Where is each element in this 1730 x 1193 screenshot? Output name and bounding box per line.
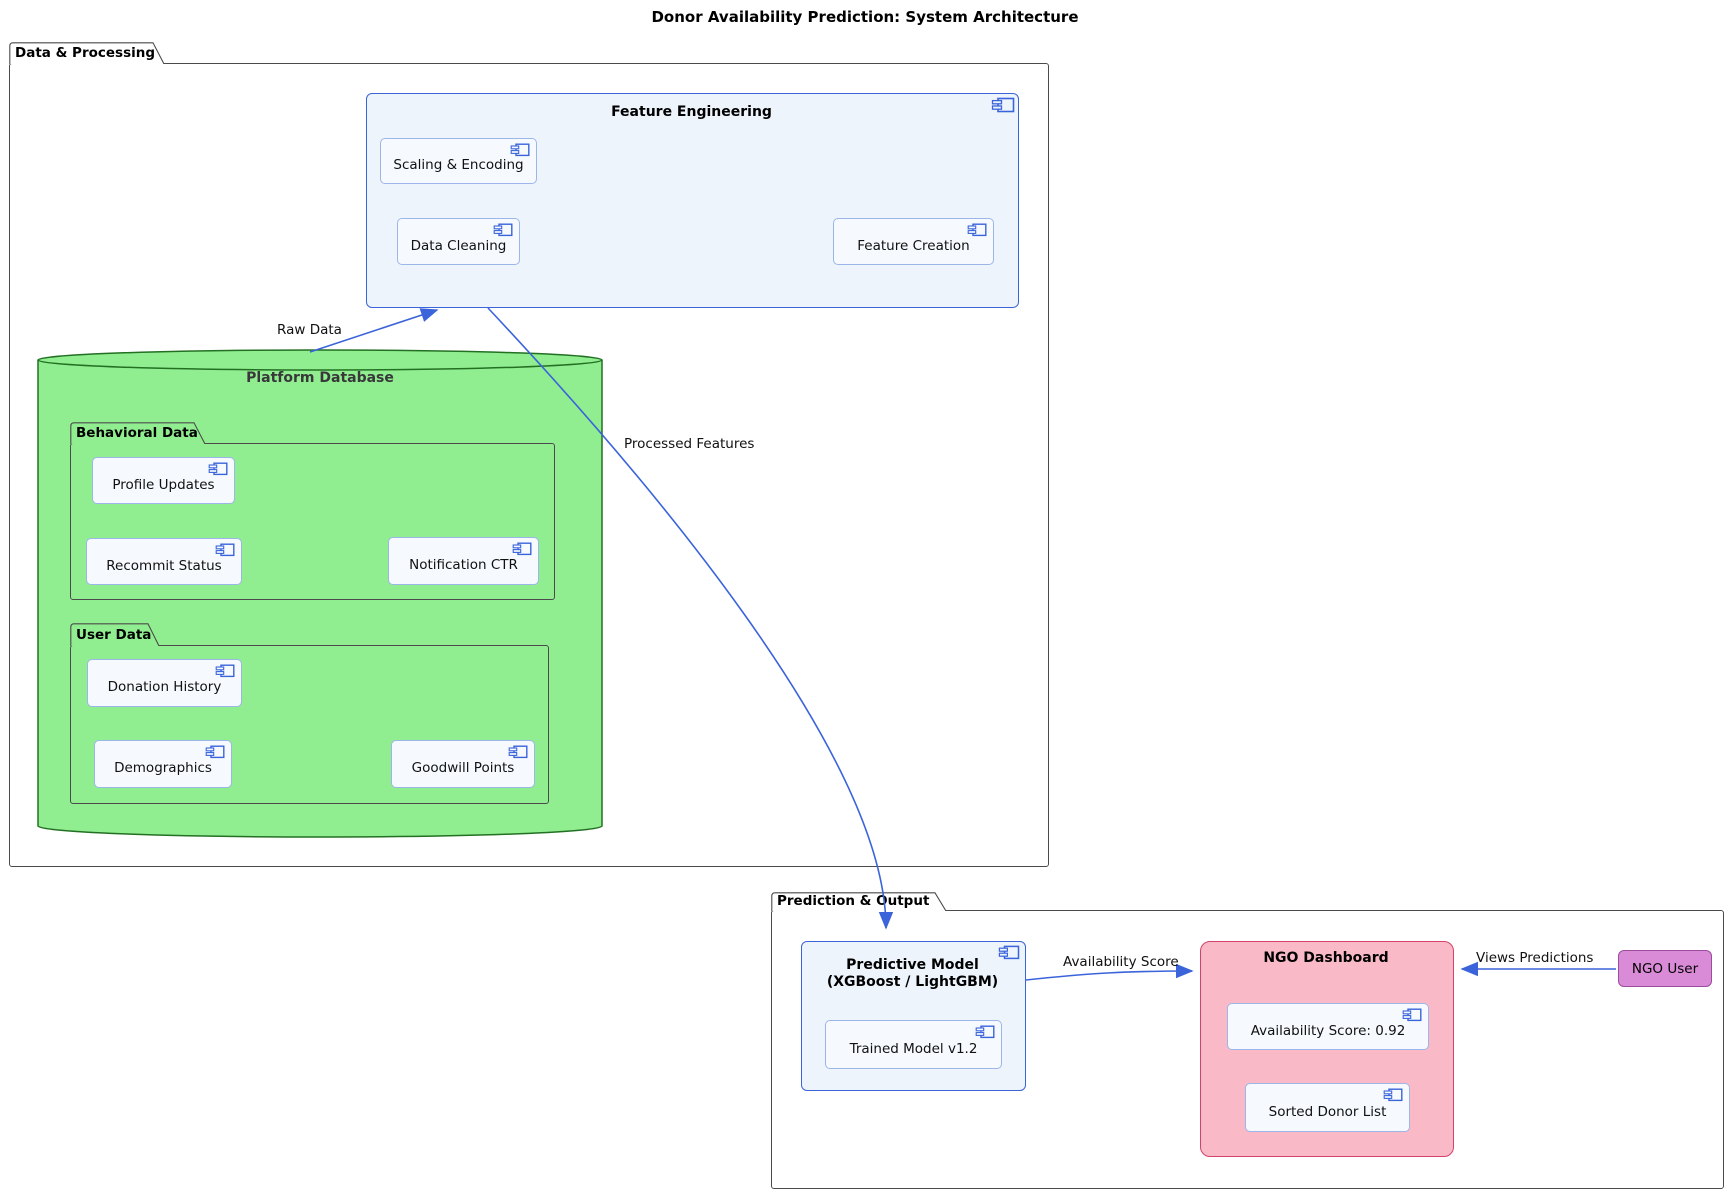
package-data-processing-tab-shape xyxy=(9,42,165,64)
feature-engineering-title: Feature Engineering xyxy=(611,104,772,120)
component-icon xyxy=(493,223,513,237)
component-label: Recommit Status xyxy=(106,557,222,574)
ngo-user-label: NGO User xyxy=(1631,960,1699,977)
component-icon xyxy=(1402,1008,1422,1022)
component-icon xyxy=(208,462,228,476)
component-trained-model: Trained Model v1.2 xyxy=(825,1020,1002,1069)
component-icon xyxy=(991,97,1724,113)
edge-label-availability-score: Availability Score xyxy=(1063,954,1179,970)
component-icon xyxy=(1383,1088,1403,1102)
component-label: Data Cleaning xyxy=(410,237,507,254)
component-icon xyxy=(205,745,225,759)
component-demographics: Demographics xyxy=(94,740,232,788)
ngo-user-actor: NGO User xyxy=(1618,950,1712,987)
component-icon xyxy=(215,664,235,678)
component-label: Scaling & Encoding xyxy=(393,157,524,173)
component-availability-score: Availability Score: 0.92 xyxy=(1227,1003,1429,1050)
package-prediction-output-label: Prediction & Output xyxy=(777,893,930,909)
component-label: Goodwill Points xyxy=(411,760,515,776)
component-donation-history: Donation History xyxy=(87,659,242,707)
component-profile-updates: Profile Updates xyxy=(92,457,235,504)
component-label: Trained Model v1.2 xyxy=(849,1040,978,1057)
component-icon xyxy=(510,143,530,157)
predictive-model-title-line2: (XGBoost / LightGBM) xyxy=(826,974,999,990)
edge-label-processed-features: Processed Features xyxy=(624,436,755,452)
package-behavioral-data-label: Behavioral Data xyxy=(76,425,198,441)
component-label: Demographics xyxy=(114,760,212,776)
component-notification-ctr: Notification CTR xyxy=(388,537,539,585)
component-icon xyxy=(508,745,528,759)
component-goodwill-points: Goodwill Points xyxy=(391,740,535,788)
component-label: Sorted Donor List xyxy=(1268,1103,1387,1120)
component-label: Notification CTR xyxy=(409,557,518,573)
component-label: Feature Creation xyxy=(857,237,970,254)
component-recommit-status: Recommit Status xyxy=(86,538,242,585)
package-behavioral-data-tab-shape xyxy=(70,422,206,444)
component-icon xyxy=(967,223,987,237)
edge-label-raw-data: Raw Data xyxy=(277,322,342,338)
component-scaling-encoding: Scaling & Encoding xyxy=(380,138,537,184)
edge-label-views-predictions: Views Predictions xyxy=(1476,950,1594,966)
package-user-data-label: User Data xyxy=(76,627,152,643)
component-icon xyxy=(998,945,1724,960)
component-data-cleaning: Data Cleaning xyxy=(397,218,520,265)
ngo-dashboard-title: NGO Dashboard xyxy=(1263,950,1389,966)
component-icon xyxy=(215,543,235,557)
component-icon xyxy=(975,1025,995,1039)
component-icon xyxy=(512,542,532,556)
component-label: Profile Updates xyxy=(112,476,215,493)
package-data-processing-label: Data & Processing xyxy=(15,45,156,61)
package-prediction-output xyxy=(771,910,1724,1189)
component-label: Donation History xyxy=(107,679,222,695)
platform-database-title: Platform Database xyxy=(246,370,394,386)
component-label: Availability Score: 0.92 xyxy=(1250,1022,1406,1039)
predictive-model-title-line1: Predictive Model xyxy=(846,957,979,973)
diagram-title: Donor Availability Prediction: System Ar… xyxy=(651,8,1079,26)
component-feature-creation: Feature Creation xyxy=(833,218,994,265)
component-sorted-donor-list: Sorted Donor List xyxy=(1245,1083,1410,1132)
package-user-data-tab-shape xyxy=(70,623,160,646)
